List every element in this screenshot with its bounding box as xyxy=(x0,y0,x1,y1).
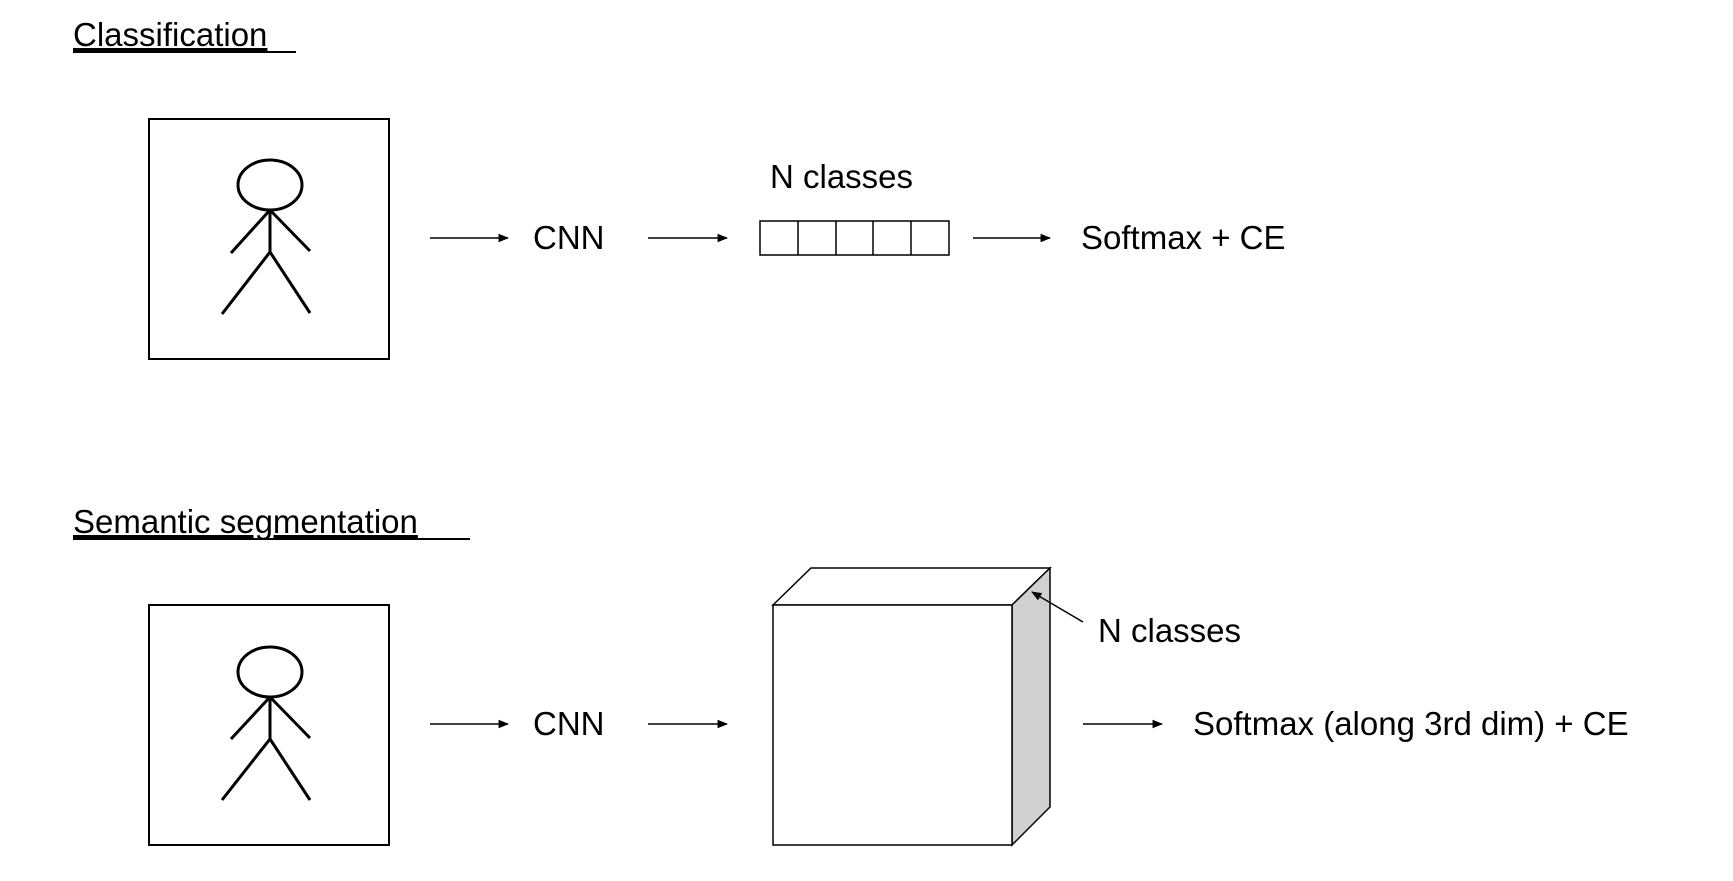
pointer-arrow-icon xyxy=(1031,591,1084,623)
classification-cnn-label: CNN xyxy=(533,219,605,256)
segmentation-heading: Semantic segmentation xyxy=(73,503,418,540)
class-score-vector xyxy=(759,220,950,256)
segmentation-volume-label: N classes xyxy=(1098,612,1241,649)
classification-input-image xyxy=(148,118,390,360)
classification-vector-label: N classes xyxy=(770,158,913,195)
output-volume xyxy=(771,566,1052,847)
stick-figure-icon xyxy=(220,645,312,801)
classification-heading: Classification xyxy=(73,16,267,53)
volume-front-face xyxy=(772,604,1013,846)
segmentation-loss-label: Softmax (along 3rd dim) + CE xyxy=(1193,705,1629,742)
segmentation-input-image xyxy=(148,604,390,846)
segmentation-cnn-label: CNN xyxy=(533,705,605,742)
classification-section: Classification CNN N classes xyxy=(73,16,1286,360)
classification-loss-label: Softmax + CE xyxy=(1081,219,1286,256)
volume-side-face xyxy=(1011,566,1051,847)
vector-cell xyxy=(759,220,950,256)
volume-top-face xyxy=(771,567,1052,606)
segmentation-section: Semantic segmentation CNN N classes xyxy=(73,503,1629,847)
stick-figure-icon xyxy=(220,158,312,315)
